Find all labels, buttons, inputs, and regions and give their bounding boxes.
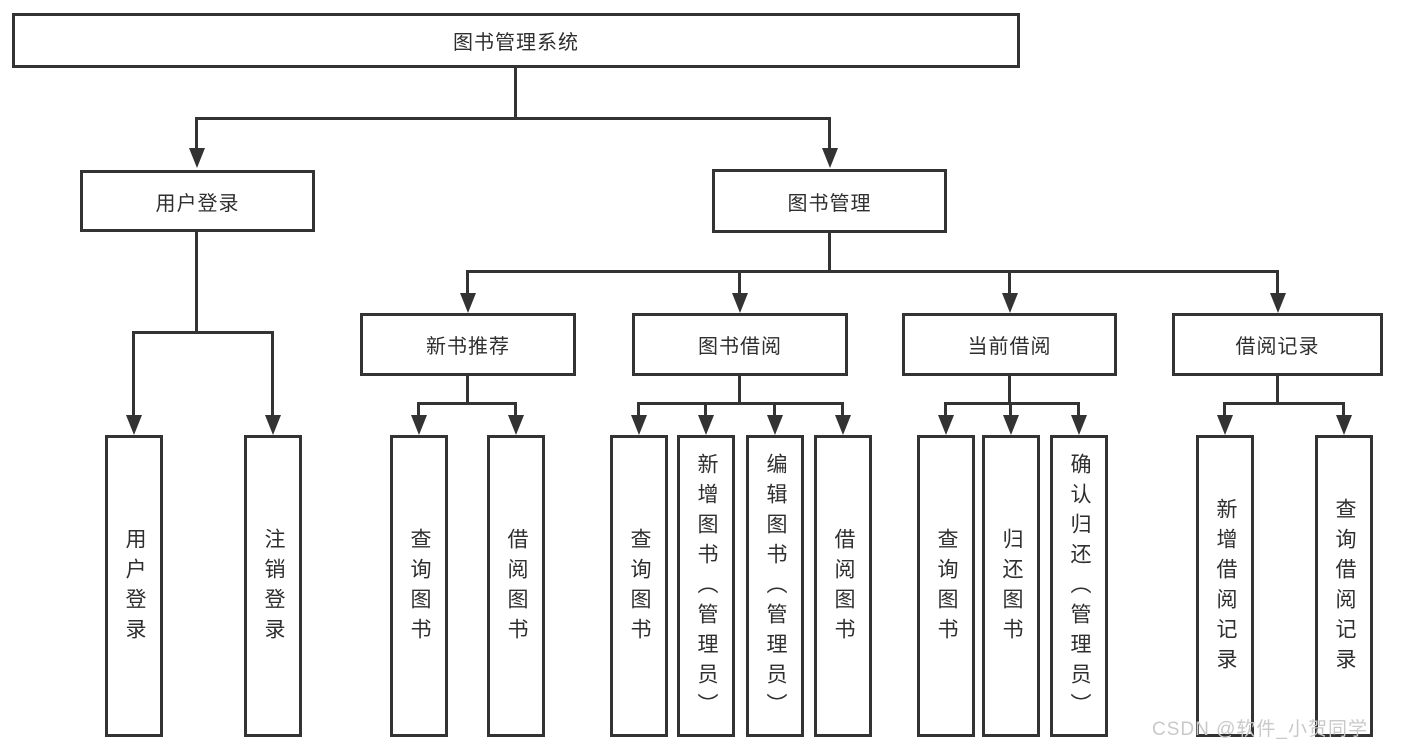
arrow-down-icon xyxy=(938,415,954,435)
connector-line xyxy=(841,402,844,415)
connector-line xyxy=(514,402,517,415)
connector-line xyxy=(944,402,947,415)
node-borrow-records: 借阅记录 xyxy=(1172,313,1383,376)
arrow-down-icon xyxy=(126,415,142,435)
arrow-down-icon xyxy=(189,148,205,168)
connector-line xyxy=(828,117,831,148)
arrow-down-icon xyxy=(1002,293,1018,313)
node-leaf-borrow-books: 借阅图书 xyxy=(814,435,872,737)
node-book-management: 图书管理 xyxy=(712,169,947,233)
arrow-down-icon xyxy=(1071,415,1087,435)
arrow-down-icon xyxy=(767,415,783,435)
node-leaf-query-books-recommend: 查询图书 xyxy=(390,435,448,737)
connector-line xyxy=(1008,270,1011,293)
connector-line xyxy=(1008,376,1011,405)
arrow-down-icon xyxy=(265,415,281,435)
node-leaf-query-books-current: 查询图书 xyxy=(917,435,975,737)
node-leaf-user-login: 用户登录 xyxy=(105,435,163,737)
connector-line xyxy=(466,270,469,293)
node-leaf-add-book-admin: 新增图书（管理员） xyxy=(677,435,735,737)
arrow-down-icon xyxy=(698,415,714,435)
connector-line xyxy=(1276,270,1279,293)
arrow-down-icon xyxy=(411,415,427,435)
connector-line xyxy=(1223,402,1226,415)
connector-line xyxy=(514,68,517,120)
arrow-down-icon xyxy=(732,293,748,313)
node-leaf-return-book: 归还图书 xyxy=(982,435,1040,737)
connector-line xyxy=(1009,402,1012,415)
arrow-down-icon xyxy=(1003,415,1019,435)
node-current-borrow: 当前借阅 xyxy=(902,313,1117,376)
node-leaf-edit-book-admin: 编辑图书（管理员） xyxy=(746,435,804,737)
connector-line xyxy=(828,233,831,273)
connector-line xyxy=(1276,376,1279,405)
connector-line xyxy=(944,402,1080,405)
watermark: CSDN @软件_小贺同学 xyxy=(1152,719,1368,740)
arrow-down-icon xyxy=(1217,415,1233,435)
connector-line xyxy=(738,376,741,405)
connector-line xyxy=(417,402,420,415)
connector-line xyxy=(132,331,274,334)
connector-line xyxy=(466,376,469,405)
node-root-library-system: 图书管理系统 xyxy=(12,13,1020,68)
connector-line xyxy=(773,402,776,415)
arrow-down-icon xyxy=(460,293,476,313)
node-leaf-add-borrow-record: 新增借阅记录 xyxy=(1196,435,1254,737)
node-leaf-logout: 注销登录 xyxy=(244,435,302,737)
node-user-login: 用户登录 xyxy=(80,170,315,232)
node-leaf-confirm-return-admin: 确认归还（管理员） xyxy=(1050,435,1108,737)
arrow-down-icon xyxy=(631,415,647,435)
connector-line xyxy=(417,402,517,405)
node-leaf-query-borrow-record: 查询借阅记录 xyxy=(1315,435,1373,737)
node-leaf-borrow-books-recommend: 借阅图书 xyxy=(487,435,545,737)
connector-line xyxy=(637,402,640,415)
connector-line xyxy=(1342,402,1345,415)
arrow-down-icon xyxy=(1336,415,1352,435)
connector-line xyxy=(738,270,741,293)
connector-line xyxy=(271,331,274,415)
connector-line xyxy=(637,402,844,405)
connector-line xyxy=(704,402,707,415)
connector-line xyxy=(1077,402,1080,415)
connector-line xyxy=(195,232,198,334)
arrow-down-icon xyxy=(822,148,838,168)
node-book-borrow: 图书借阅 xyxy=(632,313,848,376)
connector-line xyxy=(195,117,831,120)
node-new-book-recommend: 新书推荐 xyxy=(360,313,576,376)
connector-line xyxy=(132,331,135,415)
arrow-down-icon xyxy=(1270,293,1286,313)
node-leaf-query-books-borrow: 查询图书 xyxy=(610,435,668,737)
connector-line xyxy=(466,270,1279,273)
arrow-down-icon xyxy=(835,415,851,435)
connector-line xyxy=(1223,402,1345,405)
arrow-down-icon xyxy=(508,415,524,435)
connector-line xyxy=(195,117,198,148)
